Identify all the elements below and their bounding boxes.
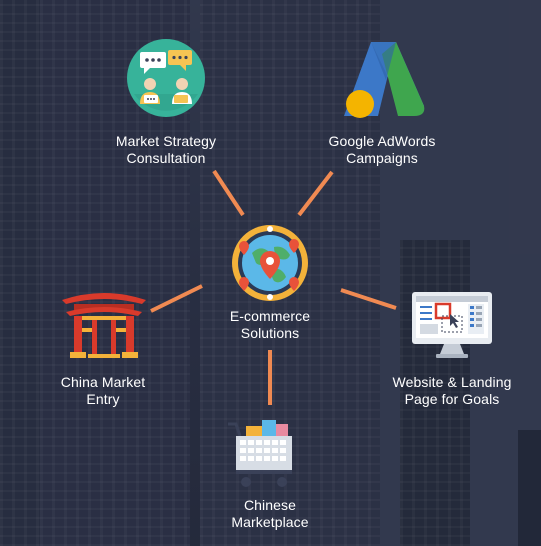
center-label: E-commerce Solutions (229, 308, 311, 341)
website-label: Website & Landing Page for Goals (392, 374, 512, 407)
china-entry-label: China Market Entry (60, 374, 146, 407)
chinese-gate-icon (62, 293, 146, 358)
google-adwords-icon (344, 42, 425, 118)
globe-map-pin-icon (232, 225, 308, 301)
shopping-cart-icon (228, 420, 292, 487)
marketplace-label: Chinese Marketplace (231, 497, 309, 530)
background-building (518, 430, 541, 546)
connector-market-strategy (212, 169, 245, 217)
consultation-chat-icon (127, 39, 205, 117)
background-building (400, 240, 470, 546)
connector-website (340, 288, 397, 310)
connector-adwords (297, 170, 334, 217)
adwords-label: Google AdWords Campaigns (328, 133, 436, 166)
monitor-website-icon (412, 292, 492, 358)
connector-china-entry (150, 284, 203, 313)
market-strategy-label: Market Strategy Consultation (115, 133, 217, 166)
